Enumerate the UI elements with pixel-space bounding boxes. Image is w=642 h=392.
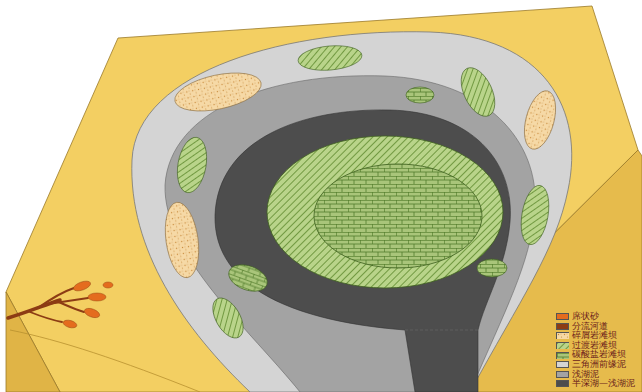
legend-label: 三角洲前缘泥	[572, 360, 626, 370]
legend-swatch	[556, 332, 569, 339]
legend: 席状砂分流河道碎屑岩滩坝过渡岩滩坝碳酸盐岩滩坝三角洲前缘泥浅湖泥半深湖—浅湖泥	[556, 312, 635, 389]
legend-item: 半深湖—浅湖泥	[556, 379, 635, 389]
legend-item: 碳酸盐岩滩坝	[556, 350, 635, 360]
legend-pattern	[557, 353, 569, 359]
legend-item: 三角洲前缘泥	[556, 360, 635, 370]
legend-label: 碳酸盐岩滩坝	[572, 350, 626, 360]
legend-item: 碎屑岩滩坝	[556, 331, 635, 341]
legend-label: 半深湖—浅湖泥	[572, 379, 635, 389]
legend-label: 分流河道	[572, 322, 608, 332]
legend-swatch	[556, 313, 569, 320]
legend-pattern	[557, 333, 569, 339]
legend-swatch	[556, 361, 569, 368]
legend-swatch	[556, 380, 569, 387]
legend-label: 浅湖泥	[572, 370, 599, 380]
legend-swatch	[556, 323, 569, 330]
legend-label: 过渡岩滩坝	[572, 341, 617, 351]
legend-label: 碎屑岩滩坝	[572, 331, 617, 341]
legend-item: 浅湖泥	[556, 370, 635, 380]
legend-item: 分流河道	[556, 322, 635, 332]
legend-item: 席状砂	[556, 312, 635, 322]
legend-item: 过渡岩滩坝	[556, 341, 635, 351]
legend-swatch	[556, 352, 569, 359]
legend-swatch	[556, 342, 569, 349]
legend-pattern	[557, 343, 569, 349]
legend-swatch	[556, 371, 569, 378]
legend-label: 席状砂	[572, 312, 599, 322]
